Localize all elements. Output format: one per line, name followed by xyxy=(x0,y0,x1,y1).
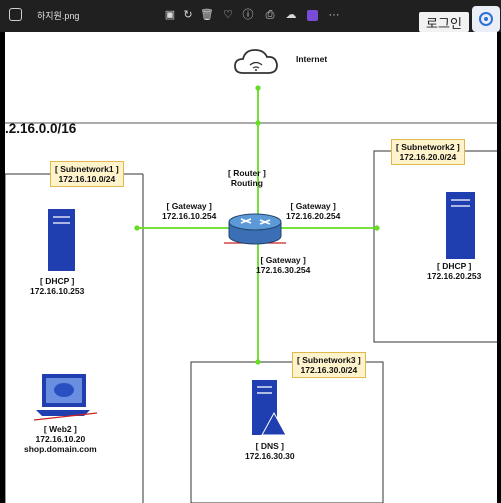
dhcp1-label: [ DHCP ] 172.16.10.253 xyxy=(30,276,84,296)
file-name: 하지원.png xyxy=(37,11,80,21)
dhcp1-server-icon xyxy=(48,209,75,271)
internet-label: Internet xyxy=(296,54,328,64)
subnet3-cidr: 172.16.30.0/24 xyxy=(300,365,358,375)
dhcp1-ip: 172.16.10.253 xyxy=(30,286,85,296)
window-edge xyxy=(497,32,501,503)
dns-label: [ DNS ] 172.16.30.30 xyxy=(245,441,295,461)
subnet1-name: [ Subnetwork1 ] xyxy=(55,164,119,174)
subnet2-cidr: 172.16.20.0/24 xyxy=(399,152,457,162)
gateway1-label: [ Gateway ] 172.16.10.254 xyxy=(162,201,216,221)
edit-icon[interactable]: ▣ xyxy=(164,8,176,21)
gateway3-ip: 172.16.30.254 xyxy=(256,265,311,275)
gateway1-title: [ Gateway ] xyxy=(166,201,212,211)
rotate-icon[interactable]: ↻ xyxy=(183,8,193,21)
print-icon[interactable]: ⎙ xyxy=(265,8,275,21)
dns-ip: 172.16.30.30 xyxy=(245,451,295,461)
web2-ip: 172.16.10.20 xyxy=(35,434,86,444)
info-icon[interactable]: ⓘ xyxy=(242,8,254,21)
gateway3-label: [ Gateway ] 172.16.30.254 xyxy=(256,255,310,275)
gateway2-label: [ Gateway ] 172.16.20.254 xyxy=(286,201,340,221)
dhcp2-ip: 172.16.20.253 xyxy=(427,271,482,281)
cloud-icon[interactable]: ☁ xyxy=(285,8,297,21)
dhcp1-title: [ DHCP ] xyxy=(40,276,75,286)
network-address-label: .2.16.0.0/16 xyxy=(5,121,77,136)
web2-title: [ Web2 ] xyxy=(43,424,77,434)
gateway1-ip: 172.16.10.254 xyxy=(162,211,217,221)
subnet1-tag: [ Subnetwork1 ] 172.16.10.0/24 xyxy=(50,161,124,187)
more-options-icon[interactable]: ··· xyxy=(328,8,340,21)
title-bar: 하지원.png ▣ ↻ 🗑 ♡ ⓘ ⎙ ☁ ··· 로그인 xyxy=(0,0,501,32)
subnet3-tag: [ Subnetwork3 ] 172.16.30.0/24 xyxy=(292,352,366,378)
dns-title: [ DNS ] xyxy=(255,441,284,451)
subnet1-cidr: 172.16.10.0/24 xyxy=(58,174,116,184)
subnet3-name: [ Subnetwork3 ] xyxy=(297,355,361,365)
dhcp2-server-icon xyxy=(446,192,475,259)
app-icon xyxy=(9,8,22,21)
web2-label: [ Web2 ] 172.16.10.20 shop.domain.com xyxy=(24,424,97,454)
web2-domain: shop.domain.com xyxy=(24,444,97,454)
favorite-icon[interactable]: ♡ xyxy=(223,8,233,21)
gateway3-title: [ Gateway ] xyxy=(260,255,306,265)
visual-search-icon[interactable] xyxy=(472,6,500,32)
gateway2-title: [ Gateway ] xyxy=(290,201,336,211)
subnet2-tag: [ Subnetwork2 ] 172.16.20.0/24 xyxy=(391,139,465,165)
web2-computer-icon xyxy=(33,374,98,421)
internet-cloud-icon xyxy=(234,49,278,74)
router-name: [ Router ] xyxy=(228,168,266,178)
router-role: Routing xyxy=(230,178,263,188)
dns-server-icon xyxy=(252,380,287,436)
network-diagram: Internet .2.16.0.0/16 [ Subnetwork1 ] 17… xyxy=(5,32,497,503)
dhcp2-title: [ DHCP ] xyxy=(437,261,472,271)
router-label: [ Router ] Routing xyxy=(228,168,266,188)
router-icon xyxy=(224,213,286,245)
delete-icon[interactable]: 🗑 xyxy=(200,8,214,21)
app-launch-icon[interactable] xyxy=(305,8,319,22)
dhcp2-label: [ DHCP ] 172.16.20.253 xyxy=(427,261,481,281)
subnet2-name: [ Subnetwork2 ] xyxy=(396,142,460,152)
login-button[interactable]: 로그인 xyxy=(419,12,469,32)
gateway2-ip: 172.16.20.254 xyxy=(286,211,341,221)
